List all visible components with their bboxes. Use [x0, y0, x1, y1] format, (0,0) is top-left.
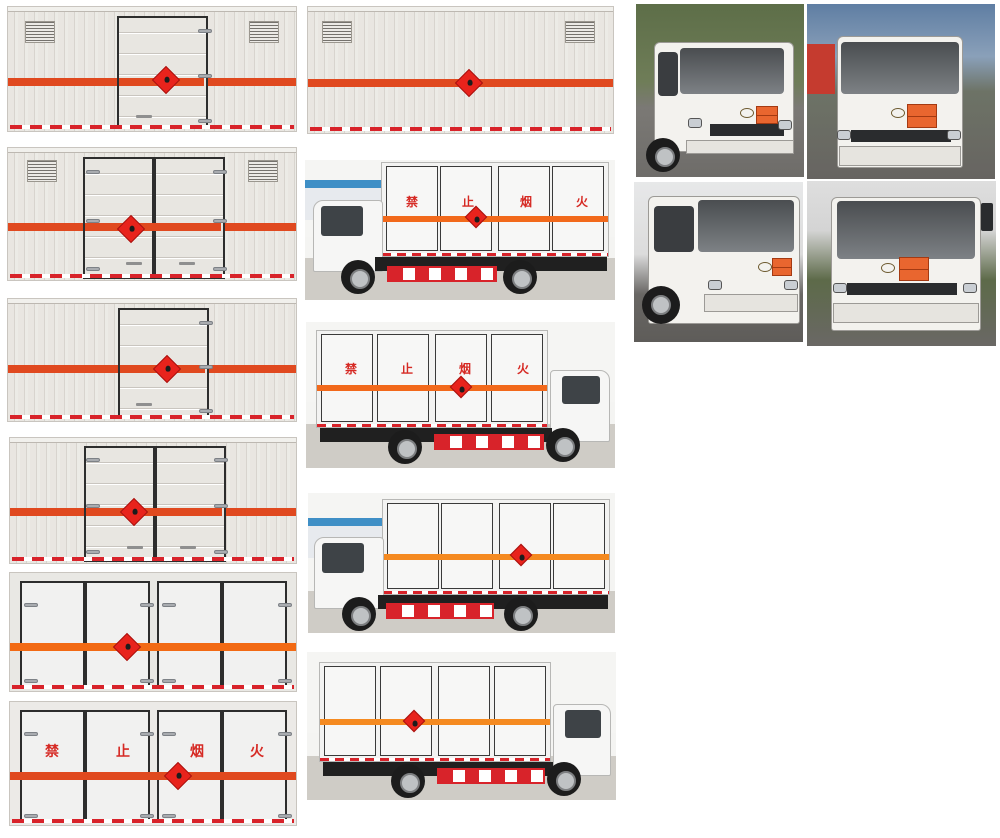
vent-icon — [25, 21, 55, 43]
vent-icon — [27, 160, 57, 182]
brand-emblem-icon — [891, 108, 905, 118]
cargo-door-right — [154, 157, 225, 279]
vent-icon — [249, 21, 279, 43]
vent-icon — [322, 21, 352, 43]
no-smoking-char-2: 止 — [462, 195, 475, 209]
cargo-box — [319, 662, 551, 762]
no-smoking-char-4: 火 — [250, 744, 264, 760]
box-side-plain-vents — [307, 6, 614, 134]
hazard-plate — [756, 106, 778, 124]
cargo-door-3 — [157, 581, 222, 687]
no-smoking-char-1: 禁 — [345, 362, 358, 376]
box-side-double-door — [9, 437, 297, 564]
side-guard — [387, 266, 497, 282]
front-wheel — [342, 597, 376, 631]
rear-wheel — [503, 260, 537, 294]
side-mirror — [981, 203, 993, 231]
cab-front-straight-1 — [807, 4, 995, 179]
cab-front-left-angle-1 — [636, 4, 804, 177]
brand-emblem-icon — [740, 108, 754, 118]
front-wheel — [646, 138, 680, 172]
no-smoking-char-3: 烟 — [520, 195, 533, 209]
front-wheel — [547, 762, 581, 796]
hazard-plate — [899, 257, 929, 281]
front-wheel — [546, 428, 580, 462]
cargo-box — [382, 499, 610, 595]
brand-emblem-icon — [758, 262, 772, 272]
hazard-plate — [907, 104, 937, 128]
rear-wheel — [391, 764, 425, 798]
cargo-door-3 — [157, 710, 222, 822]
cargo-door-left — [84, 446, 155, 562]
box-side-single-door-vents — [7, 6, 297, 132]
box-side-four-doors — [9, 572, 297, 692]
box-side-four-doors-no-smoking: 禁 止 烟 火 — [9, 701, 297, 826]
cargo-box: 禁 止 烟 火 — [381, 162, 609, 257]
no-smoking-char-3: 烟 — [190, 744, 204, 760]
side-guard — [434, 434, 544, 450]
cargo-door-2 — [85, 581, 150, 687]
cargo-door-left — [83, 157, 154, 279]
cab-front-straight-2 — [807, 181, 996, 346]
truck-right-side-plain — [307, 652, 616, 800]
cargo-door-1 — [20, 581, 85, 687]
brand-emblem-icon — [881, 263, 895, 273]
cargo-door-4 — [222, 710, 287, 822]
no-smoking-char-1: 禁 — [45, 744, 59, 760]
box-side-double-door-vents — [7, 147, 297, 281]
rear-wheel — [504, 597, 538, 631]
front-wheel — [642, 286, 680, 324]
truck-left-side-plain — [308, 493, 615, 633]
side-guard — [386, 603, 494, 619]
cargo-door-4 — [222, 581, 287, 687]
cargo-box: 禁 止 烟 火 — [316, 330, 548, 428]
vent-icon — [565, 21, 595, 43]
vent-icon — [248, 160, 278, 182]
truck-right-side-no-smoking: 禁 止 烟 火 — [306, 322, 615, 468]
cargo-door-1 — [20, 710, 85, 822]
no-smoking-char-4: 火 — [517, 362, 530, 376]
front-wheel — [341, 260, 375, 294]
cargo-door — [117, 16, 208, 129]
no-smoking-char-3: 烟 — [459, 362, 472, 376]
no-smoking-char-2: 止 — [401, 362, 414, 376]
no-smoking-char-2: 止 — [116, 744, 130, 760]
no-smoking-char-4: 火 — [576, 195, 589, 209]
box-side-single-door — [7, 298, 297, 422]
hazard-plate — [772, 258, 792, 276]
rear-wheel — [388, 430, 422, 464]
no-smoking-char-1: 禁 — [406, 195, 419, 209]
cab-front-left-angle-2 — [634, 182, 803, 342]
truck-left-side-no-smoking: 禁 止 烟 火 — [305, 160, 615, 300]
cargo-door-2 — [85, 710, 150, 822]
side-guard — [437, 768, 545, 784]
